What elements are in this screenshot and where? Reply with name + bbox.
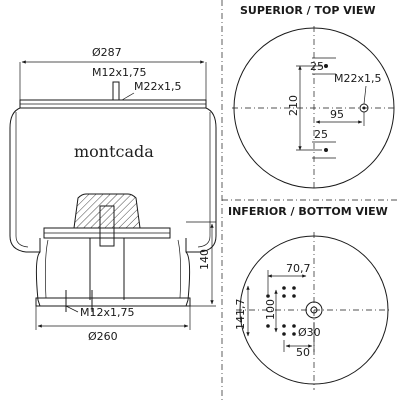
bottom-view: INFERIOR / BOTTOM VIEW 70,7 141,7 100 Ø3… (228, 205, 392, 390)
top-offset-label: 95 (330, 108, 344, 121)
bottom-hole-10 (266, 324, 270, 328)
piston-head (73, 193, 141, 229)
bottom-hole-6 (292, 324, 296, 328)
bottom-width-label: 70,7 (286, 262, 311, 275)
bottom-thread-label: M12x1,75 (80, 306, 135, 319)
bead-plate (43, 227, 171, 239)
bottom-height-label: 141,7 (234, 299, 247, 331)
base-plate (35, 297, 191, 307)
piston-right-wall (185, 238, 191, 307)
bottom-center-hole (305, 301, 323, 319)
side-view: Ø287 M12x1,75 M22x1,5 montcada (9, 46, 217, 343)
bottom-hole-2 (292, 286, 296, 290)
bottom-diameter-label: Ø260 (88, 330, 118, 343)
bellow-left-wall (9, 107, 40, 253)
top-air-fitting-label: M22x1,5 (134, 80, 182, 93)
top-diameter-label: Ø287 (92, 46, 122, 59)
bellow-right-wall (186, 107, 217, 253)
bottom-hole-diameter-label: Ø30 (298, 326, 321, 339)
top-span-label: 210 (287, 95, 300, 116)
top-air-fitting-label-view: M22x1,5 (334, 72, 382, 85)
top-stud-hole-lower (324, 148, 328, 152)
bottom-hole-7 (282, 332, 286, 336)
bottom-hole-1 (282, 286, 286, 290)
bottom-view-title: INFERIOR / BOTTOM VIEW (228, 205, 388, 218)
top-view: SUPERIOR / TOP VIEW 25 25 210 95 M22x1,5 (232, 4, 396, 190)
top-spacing-upper-label: 25 (310, 60, 324, 73)
bottom-hole-4 (292, 294, 296, 298)
top-stud (112, 81, 120, 101)
top-view-title: SUPERIOR / TOP VIEW (240, 4, 376, 17)
top-thread-label: M12x1,75 (92, 66, 147, 79)
piston-left-wall (35, 238, 41, 307)
piston-center-bolt (99, 205, 115, 247)
bottom-inner-label: 100 (264, 299, 277, 320)
top-spacing-lower-label: 25 (314, 128, 328, 141)
top-stud-hole-upper (324, 64, 328, 68)
bottom-hole-8 (292, 332, 296, 336)
bottom-hole-9 (266, 294, 270, 298)
bottom-hole-3 (282, 294, 286, 298)
bottom-offset-label: 50 (296, 346, 310, 359)
brand-logo: montcada (74, 142, 154, 161)
bottom-hole-5 (282, 324, 286, 328)
height-label: 140 (198, 249, 211, 270)
